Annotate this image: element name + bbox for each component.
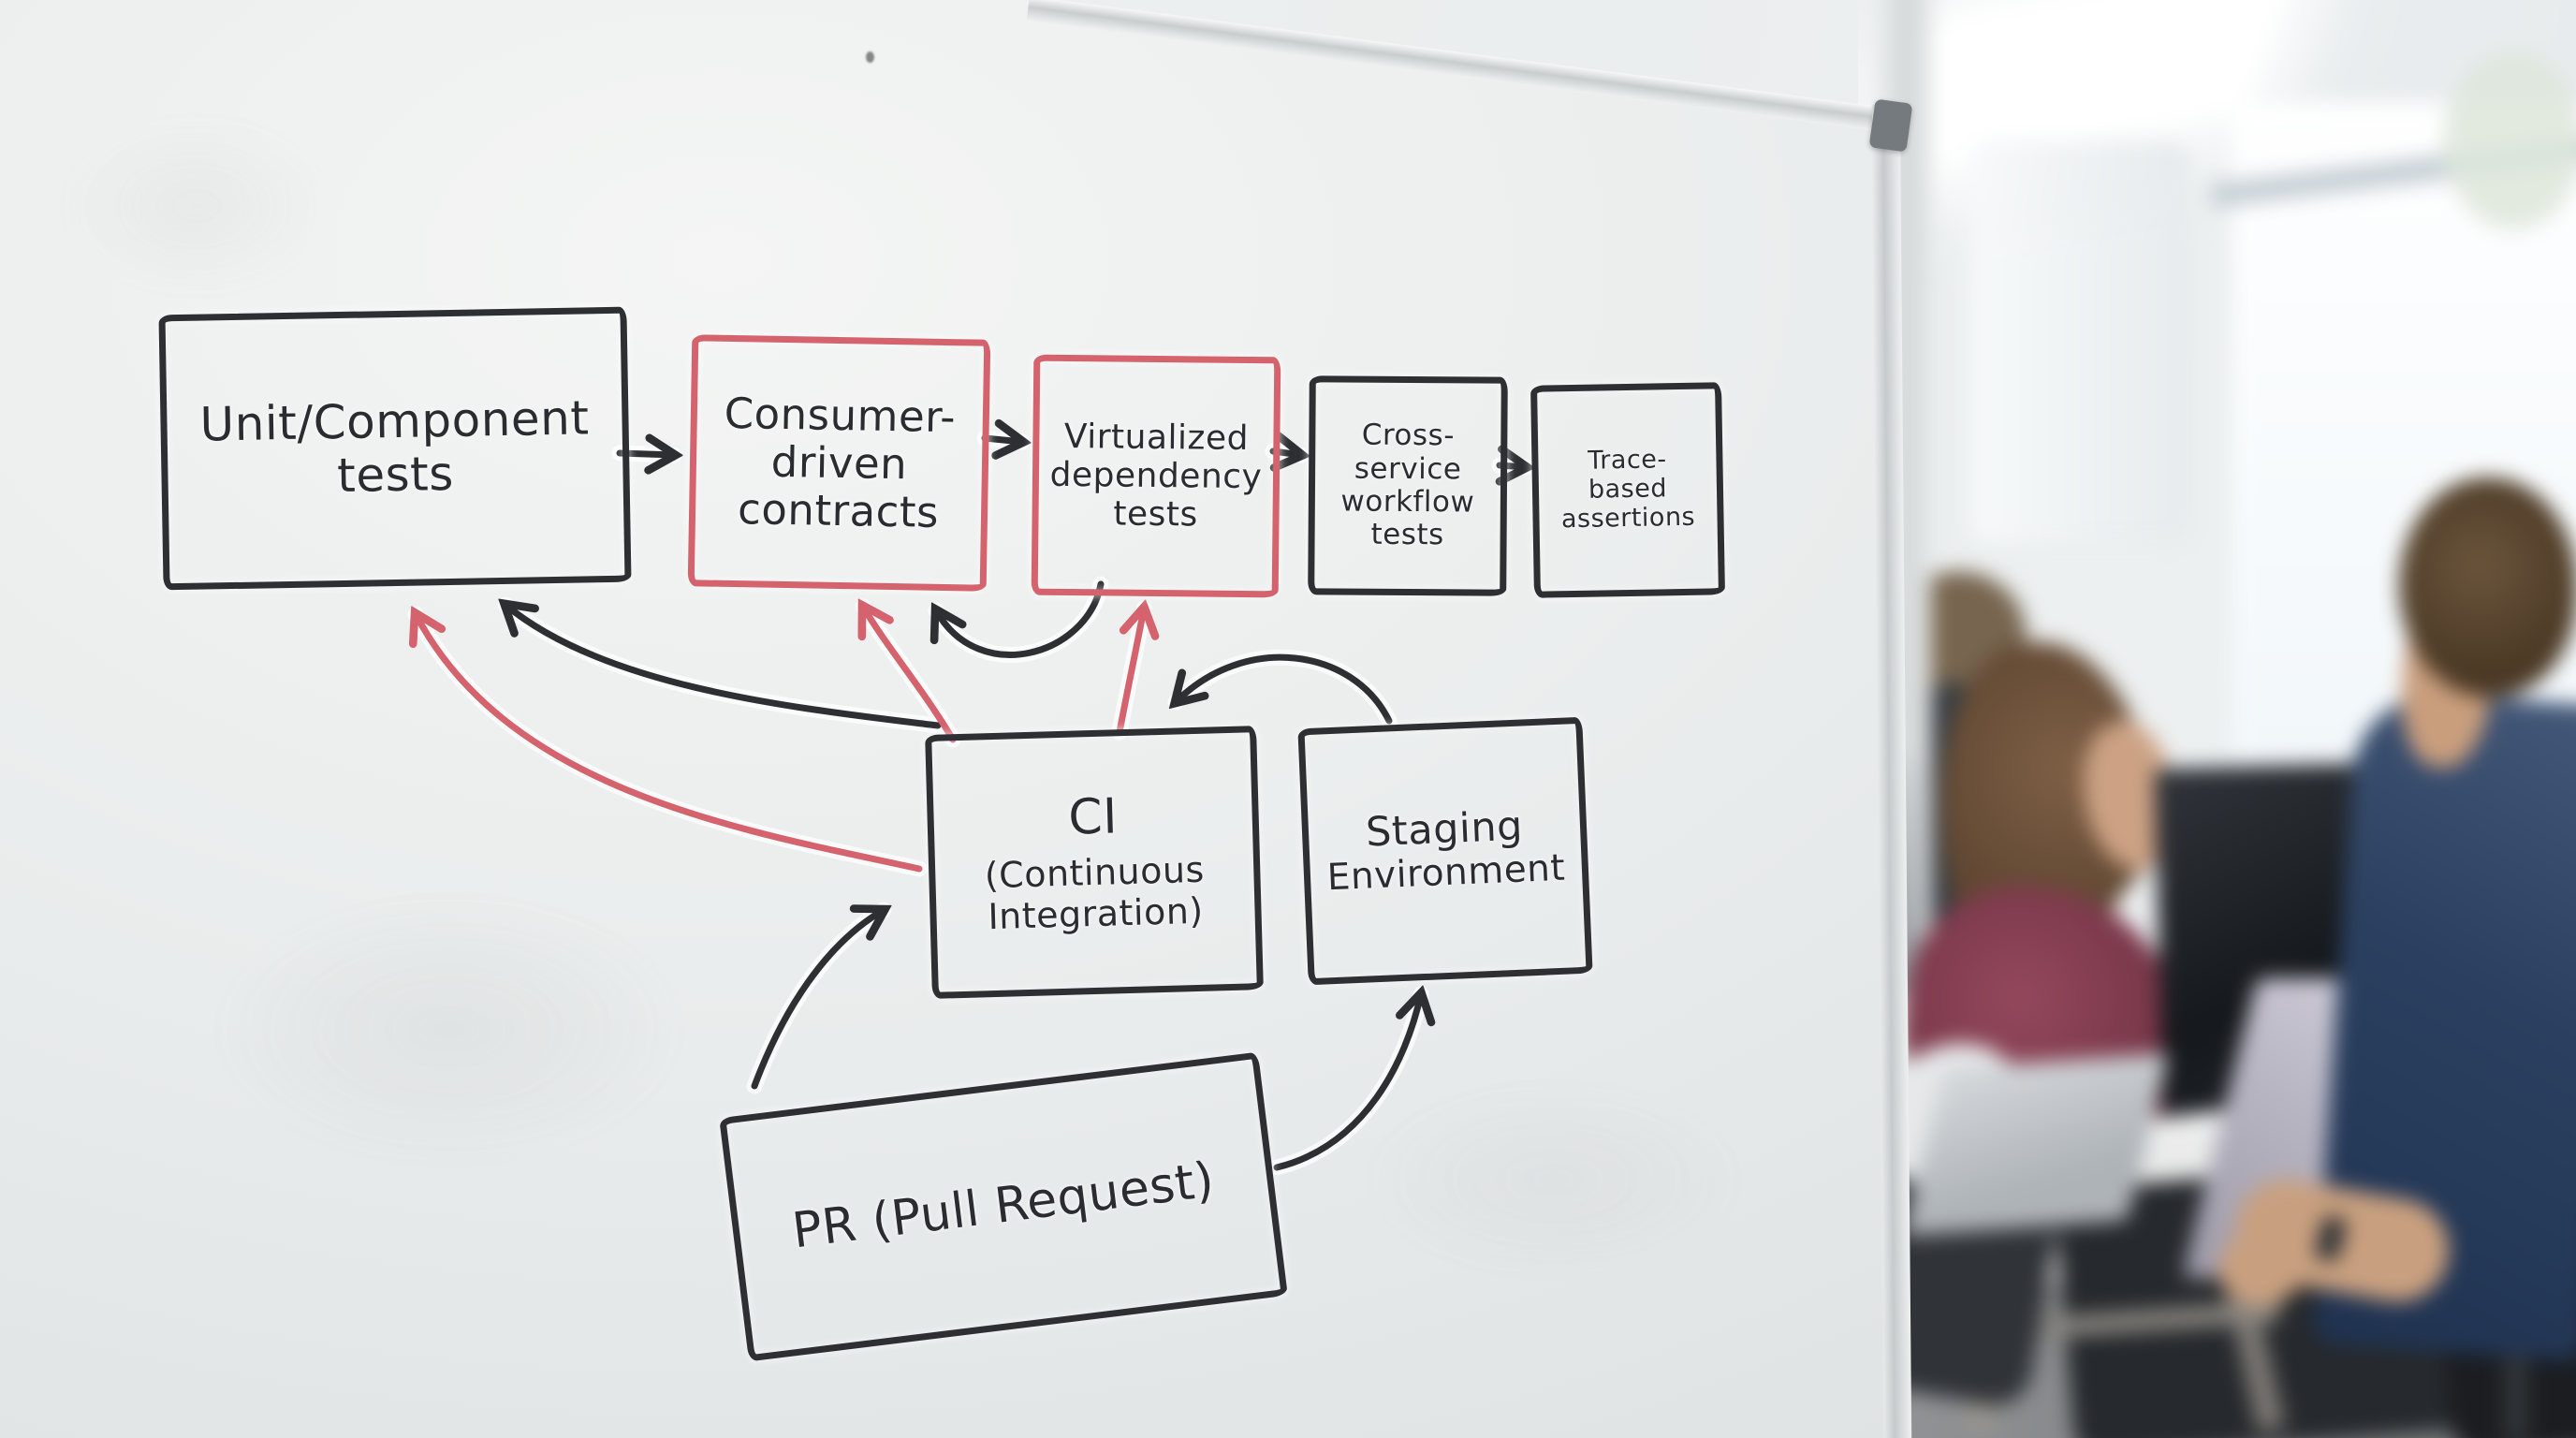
node-ci-continuous-integration: CI (Continuous Integration)	[925, 726, 1264, 999]
node-label-line: service	[1354, 451, 1462, 487]
node-label-line: tests	[1370, 518, 1444, 552]
node-label-line: workflow	[1340, 484, 1475, 520]
node-label-line: tests	[1113, 494, 1198, 535]
node-unit-component-tests: Unit/Component tests	[158, 306, 632, 591]
wall-column	[1970, 140, 2190, 543]
person-2-hair	[2399, 477, 2576, 697]
node-label-line: based	[1588, 474, 1668, 505]
node-label-line: contracts	[737, 484, 940, 538]
node-label-line: Consumer-	[724, 388, 957, 442]
office-chair-base	[2504, 1348, 2528, 1438]
office-background	[1858, 0, 2576, 1438]
whiteboard-smudge	[1357, 1077, 1750, 1283]
node-label-line: Cross-	[1361, 418, 1456, 453]
whiteboard-smudge	[206, 889, 693, 1170]
node-label-line: Virtualized	[1063, 417, 1250, 458]
node-staging-environment: Staging Environment	[1297, 716, 1593, 986]
node-label-line: (Continuous	[984, 849, 1206, 897]
node-label-line: Unit/Component	[199, 390, 590, 452]
whiteboard-mark	[866, 51, 874, 63]
node-virtualized-dependency-tests: Virtualized dependency tests	[1031, 354, 1281, 598]
node-consumer-driven-contracts: Consumer- driven contracts	[687, 334, 991, 592]
node-label-line: Staging	[1365, 802, 1524, 857]
node-cross-service-workflow-tests: Cross- service workflow tests	[1308, 375, 1508, 596]
node-label-line: dependency	[1049, 455, 1263, 497]
node-label-line: Trace-	[1587, 445, 1667, 477]
node-label-line: Integration)	[987, 889, 1205, 937]
whiteboard-smudge	[56, 112, 337, 300]
node-trace-based-assertions: Trace- based assertions	[1530, 382, 1725, 598]
node-label-line: PR (Pull Request)	[789, 1152, 1218, 1260]
office-blur-layer	[1858, 0, 2576, 1438]
whiteboard-corner-cap	[1868, 98, 1913, 153]
node-label-line: assertions	[1560, 502, 1696, 535]
window-foliage-blur	[2443, 51, 2576, 229]
node-label-line: Environment	[1325, 846, 1567, 900]
node-label-line: tests	[336, 446, 455, 504]
node-label-line: driven	[770, 436, 908, 490]
person-2-hand	[2218, 1231, 2303, 1306]
laptop-left	[1903, 1052, 2169, 1237]
node-label-line: CI	[1067, 788, 1119, 846]
